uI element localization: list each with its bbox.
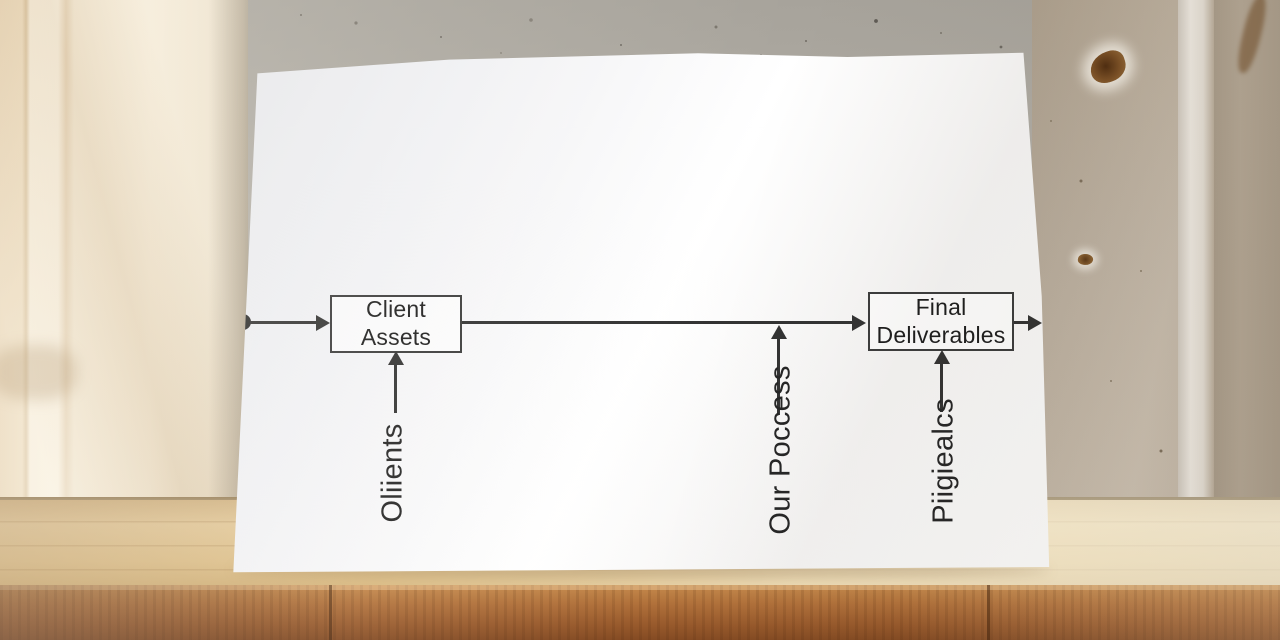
final-deliverables-label: Final Deliverables bbox=[876, 293, 1006, 348]
window-frame-shadow bbox=[0, 345, 77, 400]
plaster-speckles bbox=[1050, 120, 1052, 122]
connector-final-to-edge bbox=[1014, 321, 1030, 324]
up-connector-deliverables bbox=[940, 362, 943, 412]
wood-shelf-top bbox=[0, 497, 1280, 589]
arrowhead-right-icon bbox=[852, 314, 866, 331]
arrowhead-up-icon bbox=[770, 325, 787, 339]
concrete-speckles bbox=[300, 14, 302, 16]
vertical-label-process: Our Poccess bbox=[764, 365, 797, 535]
far-right-wall bbox=[1214, 0, 1280, 528]
up-connector-process bbox=[777, 337, 780, 415]
right-wall-light-column bbox=[1178, 0, 1214, 524]
vertical-label-clients: Oliients bbox=[376, 423, 409, 523]
connector-start-to-client bbox=[250, 321, 318, 324]
vertical-label-deliverables: Piigiealcs bbox=[927, 398, 960, 524]
client-assets-label: Client Assets bbox=[360, 296, 432, 350]
client-assets-box: Client Assets bbox=[330, 295, 462, 353]
diagram-paper: Client Assets Final Deliverables Oliient… bbox=[233, 52, 1050, 573]
final-deliverables-box: Final Deliverables bbox=[868, 292, 1014, 351]
arrowhead-right-icon bbox=[1028, 314, 1042, 331]
arrowhead-up-icon bbox=[387, 351, 404, 365]
up-connector-clients bbox=[394, 363, 397, 413]
wood-bench-front bbox=[0, 585, 1280, 640]
bench-plank-seam bbox=[987, 585, 990, 640]
arrowhead-up-icon bbox=[933, 350, 950, 364]
bench-plank-seam bbox=[329, 585, 332, 640]
connector-client-to-final bbox=[462, 321, 854, 324]
arrowhead-right-icon bbox=[316, 314, 330, 331]
